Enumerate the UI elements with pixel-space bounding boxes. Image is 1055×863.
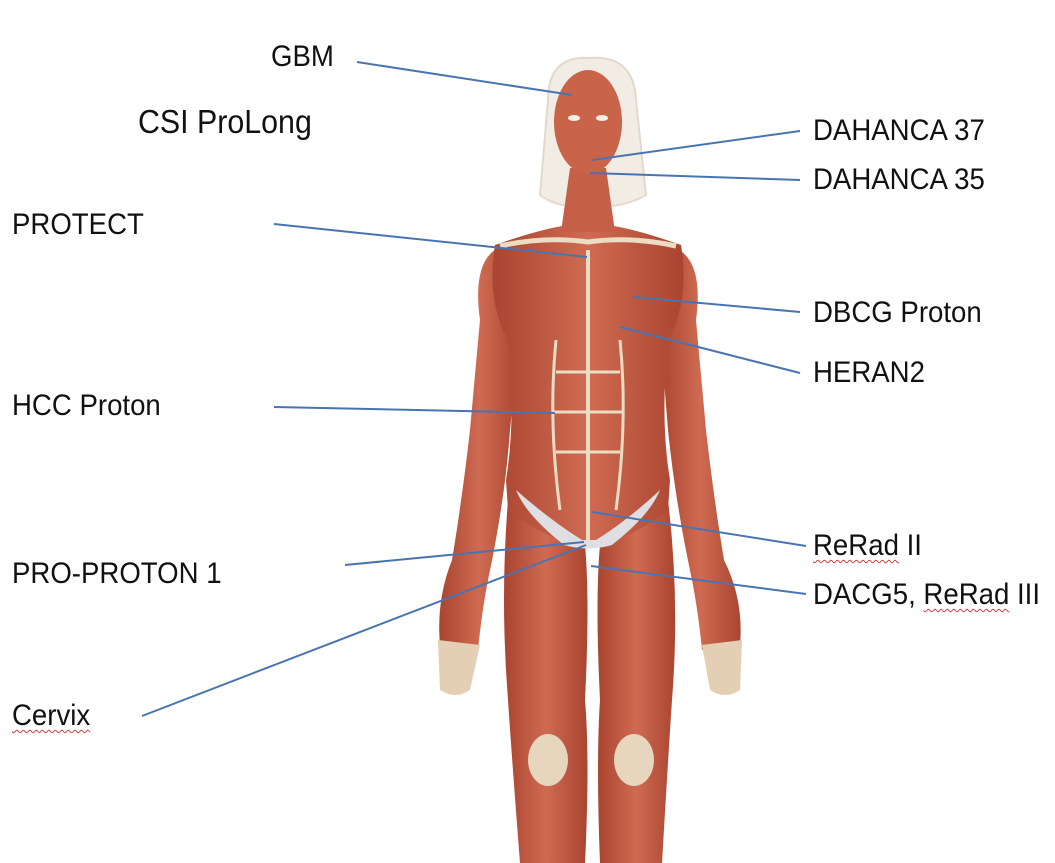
head — [554, 70, 622, 174]
label-dahanca-37: DAHANCA 37 — [813, 114, 985, 148]
label-rerad-ii: ReRad II — [813, 529, 922, 563]
label-dacg5-rerad-iii: DACG5, ReRad III — [813, 578, 1040, 612]
eye-left — [568, 115, 580, 121]
label-hcc-proton: HCC Proton — [12, 389, 161, 423]
label-cervix: Cervix — [12, 699, 90, 733]
left-knee — [528, 734, 568, 786]
label-rerad-iii-word: ReRad — [923, 578, 1009, 611]
label-rerad-ii-numeral: II — [899, 529, 922, 562]
label-rerad-ii-word: ReRad — [813, 529, 899, 562]
label-dahanca-35: DAHANCA 35 — [813, 163, 985, 197]
left-leg — [504, 500, 588, 863]
neck — [561, 168, 615, 232]
label-rerad-iii-numeral: III — [1009, 578, 1040, 611]
right-knee — [614, 734, 654, 786]
left-hand — [438, 640, 480, 695]
label-pro-proton-1: PRO-PROTON 1 — [12, 557, 222, 591]
label-csi-prolong: CSI ProLong — [138, 105, 312, 139]
label-gbm: GBM — [271, 40, 334, 74]
label-dbcg-proton: DBCG Proton — [813, 296, 982, 330]
right-hand — [702, 640, 742, 695]
anatomy-figure — [438, 58, 742, 863]
leader-gbm — [357, 62, 572, 95]
label-dacg5: DACG5, — [813, 578, 923, 611]
eye-right — [596, 115, 608, 121]
label-protect: PROTECT — [12, 208, 144, 242]
label-heran2: HERAN2 — [813, 356, 925, 390]
right-leg — [598, 500, 676, 863]
